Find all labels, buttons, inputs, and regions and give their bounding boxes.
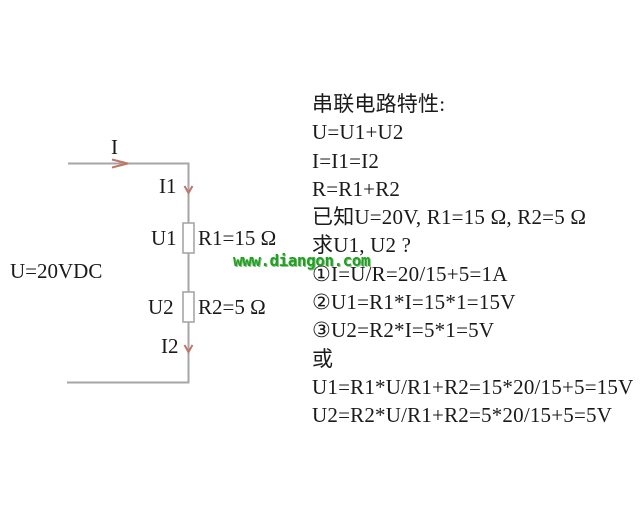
notes-line: ③U2=R2*I=5*1=5V — [312, 318, 495, 343]
notes-line: R=R1+R2 — [312, 176, 401, 201]
notes-line: 或 — [312, 346, 334, 371]
notes-line: U2=R2*U/R1+R2=5*20/15+5=5V — [312, 403, 613, 428]
notes-line: ②U1=R1*I=15*1=15V — [312, 290, 516, 315]
current-arrow-right-icon — [111, 158, 129, 169]
voltage2-label: U2 — [148, 295, 174, 319]
notes-line: 已知U=20V, R1=15 Ω, R2=5 Ω — [312, 205, 587, 230]
wire-bottom — [67, 322, 190, 384]
current2-label: I2 — [161, 334, 179, 358]
resistor1-label: R1=15 Ω — [198, 226, 277, 250]
notes-title: 串联电路特性: — [312, 92, 446, 116]
watermark-text: www.diangon.com — [233, 251, 371, 270]
resistor-r2-body — [182, 291, 195, 323]
notes-line: 求U1, U2 ? — [312, 233, 412, 258]
current-arrow-down-i1-icon — [183, 185, 194, 196]
notes-line: ①I=U/R=20/15+5=1A — [312, 261, 508, 286]
notes-column: 串联电路特性: U=U1+U2 I=I1=I2 R=R1+R2 已知U=20V,… — [312, 90, 638, 430]
current-arrow-down-i2-icon — [183, 344, 194, 355]
voltage1-label: U1 — [151, 226, 177, 250]
resistor-r1-body — [182, 222, 195, 254]
current1-label: I1 — [159, 174, 177, 198]
notes-line: I=I1=I2 — [312, 148, 380, 173]
main-current-label: I — [111, 135, 118, 159]
notes-line: U1=R1*U/R1+R2=15*20/15+5=15V — [312, 374, 634, 399]
resistor2-label: R2=5 Ω — [198, 295, 266, 319]
source-voltage-label: U=20VDC — [10, 259, 103, 283]
notes-line: U=U1+U2 — [312, 120, 404, 145]
wire-top — [68, 162, 190, 223]
